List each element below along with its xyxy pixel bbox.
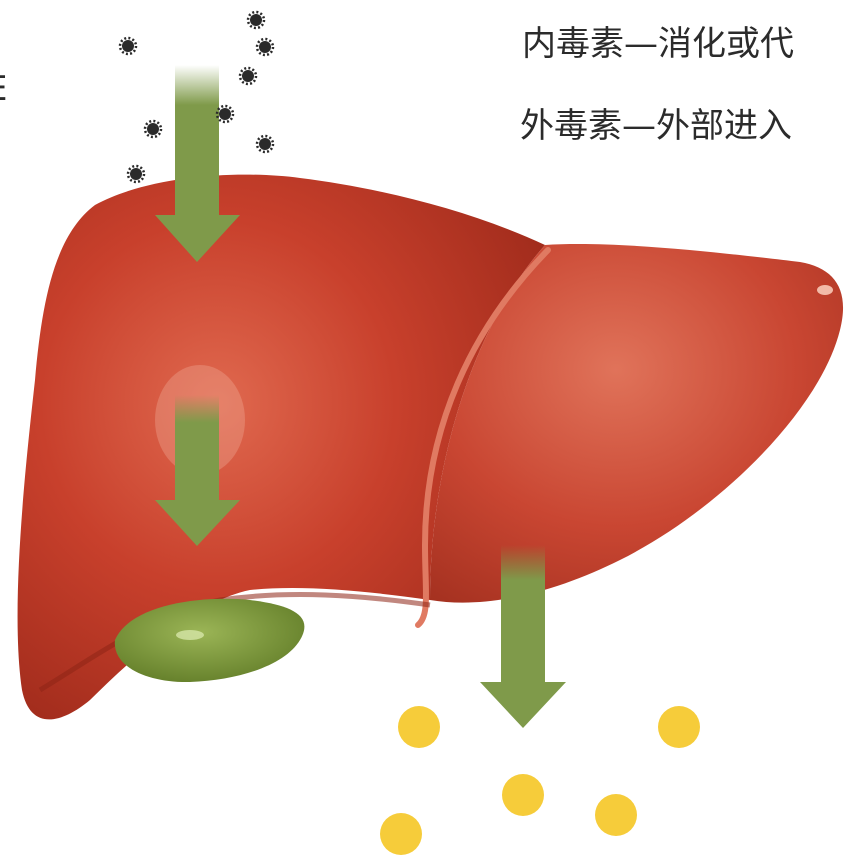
spiky-dot-icon — [128, 166, 144, 182]
spiky-dot-icon — [248, 12, 264, 28]
spiky-dot-icon — [240, 68, 256, 84]
yellow-dot-icon — [398, 706, 440, 748]
exotoxin-label: 外毒素—外部进入 — [520, 109, 792, 143]
yellow-dot-icon — [658, 706, 700, 748]
yellow-dot-icon — [595, 794, 637, 836]
liver-tip-highlight — [817, 285, 833, 295]
spiky-dot-icon — [217, 106, 233, 122]
spiky-dot-icon — [257, 136, 273, 152]
spiky-dot-icon — [120, 38, 136, 54]
product-particles — [380, 706, 700, 855]
yellow-dot-icon — [502, 774, 544, 816]
edge-text-fragment: E — [0, 72, 7, 106]
gallbladder-highlight — [176, 630, 204, 640]
yellow-dot-icon — [380, 813, 422, 855]
endotoxin-label: 内毒素—消化或代 — [522, 27, 794, 61]
spiky-dot-icon — [257, 39, 273, 55]
spiky-dot-icon — [145, 121, 161, 137]
